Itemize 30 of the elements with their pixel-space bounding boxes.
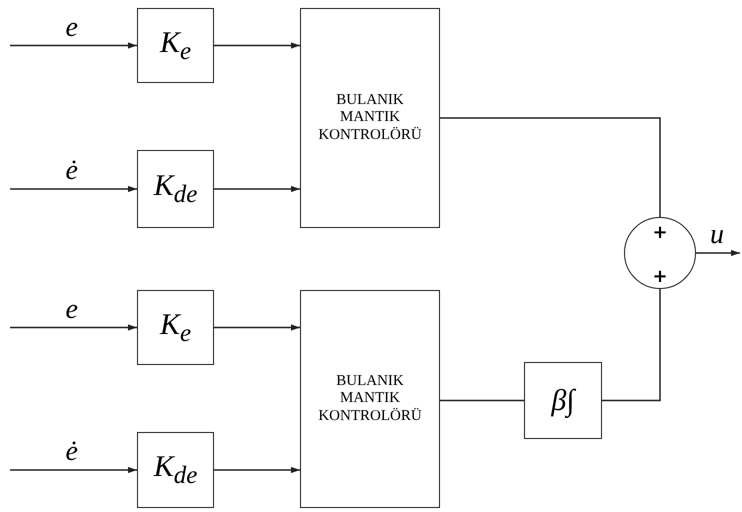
connector-arrow xyxy=(10,42,137,49)
gain-label: K$_{e}$ xyxy=(160,26,192,66)
gain-block xyxy=(524,362,602,439)
gain-label: β∫ xyxy=(551,384,575,418)
gain-label: K$_{e}$ xyxy=(160,308,192,348)
connector-arrow xyxy=(696,250,740,256)
signal-label: ė xyxy=(66,157,78,185)
signal-label: u xyxy=(710,221,724,249)
plus-sign: + xyxy=(652,268,668,286)
signal-label: ė xyxy=(66,438,78,466)
connector-arrow xyxy=(10,324,137,331)
gain-label: K$_{de}$ xyxy=(154,169,198,209)
block-label: BULANIK MANTIK KONTROLÖRÜ xyxy=(317,92,423,144)
connector-arrow xyxy=(214,466,300,474)
signal-label: e xyxy=(66,14,78,42)
connector-arrow xyxy=(10,186,137,192)
gain-block xyxy=(137,150,214,228)
plus-sign: + xyxy=(652,224,668,242)
fuzzy-controller-block xyxy=(300,8,440,228)
gain-block xyxy=(137,432,214,508)
gain-block xyxy=(137,8,214,83)
connector-arrow xyxy=(214,42,300,49)
gain-label: K$_{de}$ xyxy=(154,450,198,490)
connector-arrow xyxy=(10,466,137,474)
fuzzy-controller-block xyxy=(300,290,440,508)
connector-arrow xyxy=(214,324,300,331)
gain-block xyxy=(137,290,214,365)
connector-arrow xyxy=(214,186,300,192)
block-label: BULANIK MANTIK KONTROLÖRÜ xyxy=(317,373,423,425)
signal-label: e xyxy=(66,296,78,324)
